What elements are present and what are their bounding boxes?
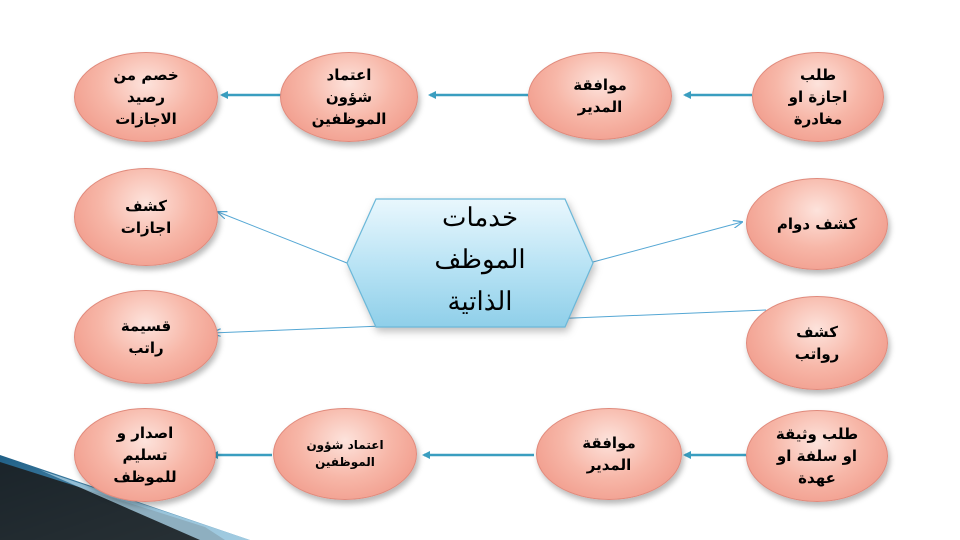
connector-to-attendance-report (592, 222, 742, 263)
center-hexagon (346, 198, 594, 328)
node-document-request[interactable]: طلب وثيقة او سلفة او عهدة (746, 410, 888, 502)
node-manager-approval-2[interactable]: موافقة المدير (536, 408, 682, 500)
node-salary-slip[interactable]: قسيمة راتب (74, 290, 218, 384)
connector-to-leaves-report (218, 212, 348, 264)
node-issue-deliver[interactable]: اصدار و تسليم للموظف (74, 408, 216, 502)
node-deduct-balance[interactable]: خصم من رصيد الاجازات (74, 52, 218, 142)
node-salary-reports[interactable]: كشف رواتب (746, 296, 888, 390)
node-manager-approval-1[interactable]: موافقة المدير (528, 52, 672, 140)
node-leave-request[interactable]: طلب اجازة او مغادرة (752, 52, 884, 142)
node-hr-approval-1[interactable]: اعتماد شؤون الموظفين (280, 52, 418, 142)
node-leaves-report[interactable]: كشف اجازات (74, 168, 218, 266)
node-attendance-report[interactable]: كشف دوام (746, 178, 888, 270)
node-hr-approval-2[interactable]: اعتماد شؤون الموظفين (273, 408, 417, 500)
center-title: خدمات الموظف الذاتية (434, 203, 526, 317)
